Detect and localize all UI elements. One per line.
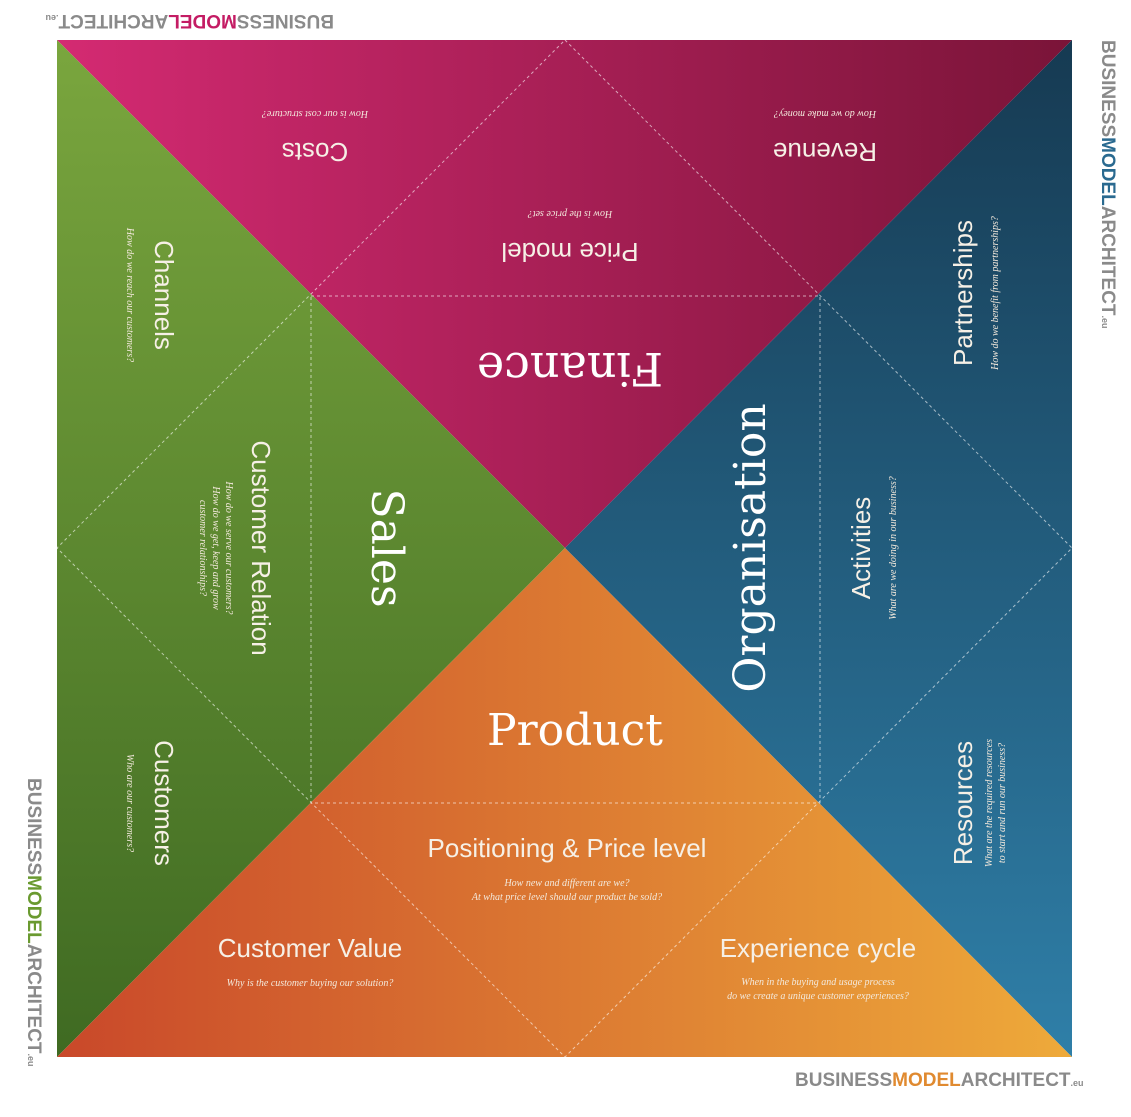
product-quadrant [57,548,1072,1057]
finance-title: Finance [477,342,663,396]
experience-cycle-question-1: When in the buying and usage process [741,977,895,988]
activities-title: Activities [846,497,876,600]
resources-question-2: to start and run our business? [997,743,1008,863]
revenue-title: Revenue [773,137,877,167]
revenue-question: How do we make money? [774,108,877,119]
finance-quadrant [57,40,1072,548]
experience-cycle-question-2: do we create a unique customer experienc… [727,991,909,1002]
logo-left: BUSINESSMODELARCHITECT.eu [23,778,44,1067]
positioning-title: Positioning & Price level [428,833,707,863]
resources-question-1: What are the required resources [984,739,995,867]
resources-title: Resources [948,741,978,865]
partnerships-question: How do we benefit from partnerships? [990,216,1001,371]
price-model-title: Price model [501,237,638,267]
price-model-question: How is the price set? [528,208,613,219]
customer-relation-question-3: customer relationships? [197,500,208,596]
organisation-quadrant [565,40,1072,1057]
positioning-question-1: How new and different are we? [503,878,629,889]
product-title: Product [487,705,663,756]
channels-title: Channels [149,240,179,350]
svg-text:BUSINESSMODELARCHITECT.eu: BUSINESSMODELARCHITECT.eu [1097,40,1118,329]
costs-title: Costs [282,137,348,167]
activities-question: What are we doing in our business? [888,476,899,620]
sales-quadrant [57,40,565,1057]
experience-cycle-title: Experience cycle [720,933,917,963]
costs-question: How is our cost structure? [262,108,369,119]
organisation-title: Organisation [725,403,776,692]
customer-value-title: Customer Value [218,933,403,963]
dashed-guides [56,39,1073,1058]
logo-right: BUSINESSMODELARCHITECT.eu [1097,40,1118,329]
svg-text:BUSINESSMODELARCHITECT.eu: BUSINESSMODELARCHITECT.eu [23,778,44,1067]
svg-text:BUSINESSMODELARCHITECT.eu: BUSINESSMODELARCHITECT.eu [795,1070,1084,1091]
logo-bottom: BUSINESSMODELARCHITECT.eu [795,1070,1084,1091]
customers-title: Customers [149,740,179,866]
logo-top: BUSINESSMODELARCHITECT.eu [45,10,334,31]
customer-relation-question-2: How do we get, keep and grow [210,485,221,610]
positioning-question-2: At what price level should our product b… [471,892,662,903]
partnerships-title: Partnerships [948,220,978,366]
svg-text:BUSINESSMODELARCHITECT.eu: BUSINESSMODELARCHITECT.eu [45,10,334,31]
customer-relation-title: Customer Relation [246,440,276,655]
channels-question: How do we reach our customers? [124,227,135,362]
customer-relation-question-1: How do we serve our customers? [223,480,234,614]
customers-question: Who are our customers? [124,754,135,852]
customer-value-question: Why is the customer buying our solution? [227,978,394,989]
sales-title: Sales [361,488,412,607]
